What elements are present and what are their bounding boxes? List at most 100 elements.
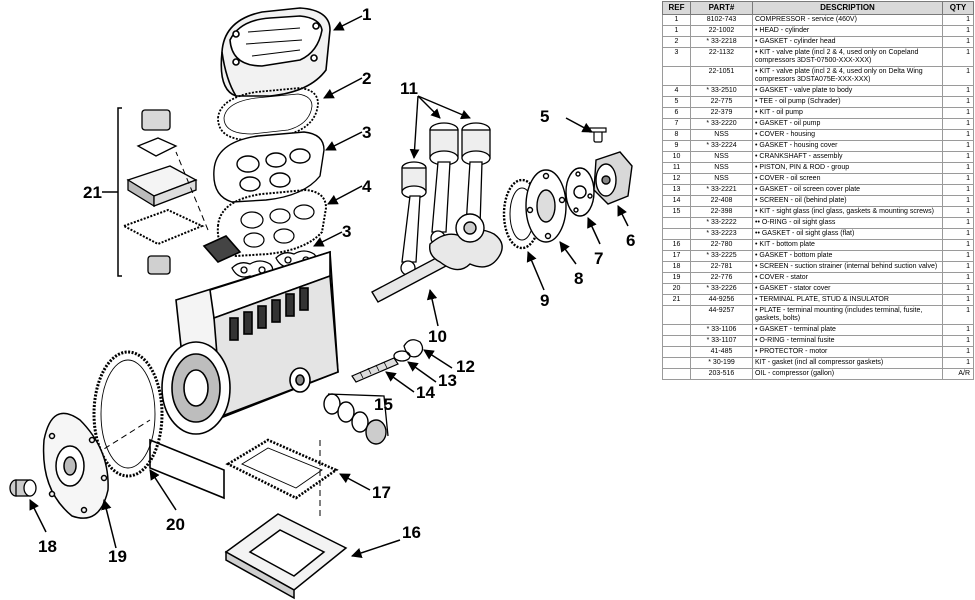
part-number-cell: * 33-2222 xyxy=(690,217,753,229)
bottom-plate-part xyxy=(224,513,348,600)
description-cell: • TEE - oil pump (Schrader) xyxy=(752,96,943,108)
description-column-header: DESCRIPTION xyxy=(752,1,943,15)
callout-2: 2 xyxy=(362,69,371,88)
oil-screen-cover-part xyxy=(403,339,424,358)
ref-cell: 13 xyxy=(662,184,691,196)
ref-cell: 9 xyxy=(662,140,691,152)
callout-7: 7 xyxy=(594,249,603,268)
part-number-cell: * 33-2225 xyxy=(690,250,753,262)
part-number-cell: 22-781 xyxy=(690,261,753,273)
description-cell: • GASKET - stator cover xyxy=(752,283,943,295)
callout-18: 18 xyxy=(38,537,57,556)
part-number-cell: * 33-1106 xyxy=(690,324,753,336)
part-number-cell: * 33-2223 xyxy=(690,228,753,240)
qty-cell: 1 xyxy=(942,66,974,86)
ref-cell: 21 xyxy=(662,294,691,306)
ref-cell: 7 xyxy=(662,118,691,130)
qty-cell: 1 xyxy=(942,118,974,130)
qty-cell: 1 xyxy=(942,335,974,347)
table-row: 44-9257• PLATE - terminal mounting (incl… xyxy=(662,305,974,325)
callout-20: 20 xyxy=(166,515,185,534)
callout-1: 1 xyxy=(362,5,371,24)
qty-cell: 1 xyxy=(942,357,974,369)
callout-19: 19 xyxy=(108,547,127,566)
table-row: 22-1051• KIT - valve plate (incl 2 & 4, … xyxy=(662,66,974,86)
part-number-cell: * 33-2226 xyxy=(690,283,753,295)
ref-cell xyxy=(662,368,691,380)
qty-cell: 1 xyxy=(942,140,974,152)
qty-cell: 1 xyxy=(942,96,974,108)
ref-cell xyxy=(662,324,691,336)
description-cell: • KIT - sight glass (incl glass, gaskets… xyxy=(752,206,943,218)
part-number-cell: * 33-2220 xyxy=(690,118,753,130)
description-cell: • SCREEN - oil (behind plate) xyxy=(752,195,943,207)
qty-cell: 1 xyxy=(942,206,974,218)
qty-cell: 1 xyxy=(942,283,974,295)
description-cell: • GASKET - oil screen cover plate xyxy=(752,184,943,196)
part-number-cell: 203-516 xyxy=(690,368,753,380)
callout-4: 4 xyxy=(362,177,372,196)
ref-cell xyxy=(662,346,691,358)
ref-cell xyxy=(662,66,691,86)
cylinder-head-part xyxy=(220,7,331,97)
description-cell: OIL - compressor (gallon) xyxy=(752,368,943,380)
qty-cell: 1 xyxy=(942,250,974,262)
ref-cell: 11 xyxy=(662,162,691,174)
qty-cell: 1 xyxy=(942,47,974,67)
qty-cell: 1 xyxy=(942,184,974,196)
part-number-cell: * 33-2221 xyxy=(690,184,753,196)
qty-cell: 1 xyxy=(942,272,974,284)
callout-3a: 3 xyxy=(362,123,371,142)
description-cell: • KIT - bottom plate xyxy=(752,239,943,251)
part-number-cell: 22-776 xyxy=(690,272,753,284)
qty-cell: 1 xyxy=(942,85,974,97)
ref-cell: 10 xyxy=(662,151,691,163)
part-number-cell: * 33-2218 xyxy=(690,36,753,48)
callout-15: 15 xyxy=(374,395,393,414)
oil-screen-part xyxy=(351,357,399,383)
part-number-cell: 44-9257 xyxy=(690,305,753,325)
part-number-cell: NSS xyxy=(690,151,753,163)
ref-cell xyxy=(662,228,691,240)
part-number-cell: 22-1002 xyxy=(690,25,753,37)
description-cell: • SCREEN - suction strainer (internal be… xyxy=(752,261,943,273)
qty-cell: 1 xyxy=(942,346,974,358)
oil-pump-tee-part xyxy=(589,127,607,143)
description-cell: • O-RING - terminal fusite xyxy=(752,335,943,347)
part-number-cell: * 33-2510 xyxy=(690,85,753,97)
description-cell: • TERMINAL PLATE, STUD & INSULATOR xyxy=(752,294,943,306)
description-cell: KIT - gasket (incl all compressor gasket… xyxy=(752,357,943,369)
description-cell: •• GASKET - oil sight glass (flat) xyxy=(752,228,943,240)
ref-cell xyxy=(662,305,691,325)
description-cell: • GASKET - housing cover xyxy=(752,140,943,152)
callout-17: 17 xyxy=(372,483,391,502)
part-number-cell: 44-9256 xyxy=(690,294,753,306)
callout-3b: 3 xyxy=(342,222,351,241)
description-cell: • PISTON, PIN & ROD - group xyxy=(752,162,943,174)
part-number-cell: 22-775 xyxy=(690,96,753,108)
terminal-plate-group xyxy=(117,107,205,277)
description-cell: • KIT - oil pump xyxy=(752,107,943,119)
description-cell: • PROTECTOR - motor xyxy=(752,346,943,358)
callout-11: 11 xyxy=(400,79,418,98)
qty-cell: 1 xyxy=(942,151,974,163)
qty-cell: 1 xyxy=(942,107,974,119)
description-cell: • GASKET - oil pump xyxy=(752,118,943,130)
table-row: 13* 33-2221• GASKET - oil screen cover p… xyxy=(662,184,974,196)
description-cell: • PLATE - terminal mounting (includes te… xyxy=(752,305,943,325)
